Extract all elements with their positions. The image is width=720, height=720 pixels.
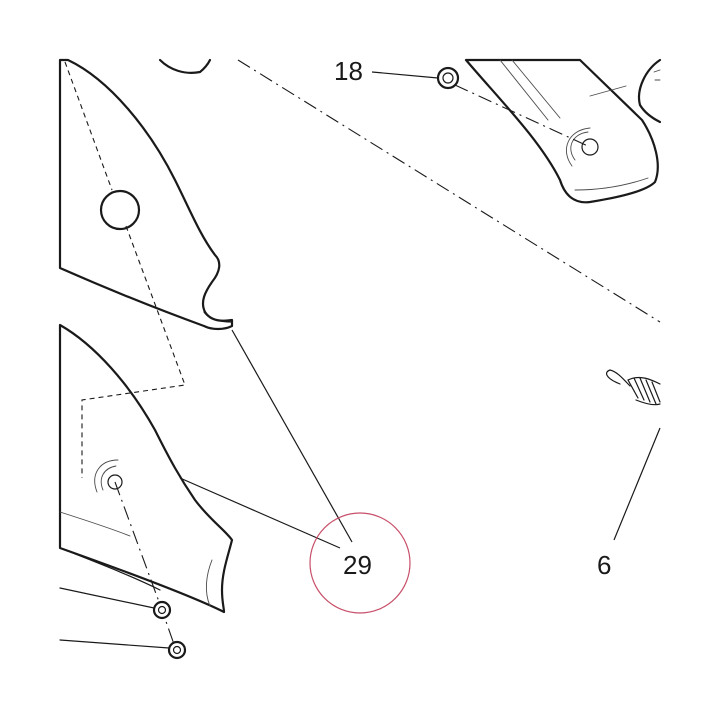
upper-right-ridge-1 — [499, 59, 549, 121]
lower-housing-hole — [107, 474, 123, 490]
callout-6: 6 — [597, 550, 611, 580]
leader-29-lower — [179, 477, 341, 549]
axis-line-diagonal — [237, 59, 661, 323]
lower-housing-contour-2 — [205, 559, 213, 607]
spring-hook — [605, 369, 631, 387]
assembly-guide-dashed — [64, 61, 186, 478]
upper-right-hole-ring — [566, 127, 591, 167]
right-edge-part — [637, 58, 662, 124]
nut-leader — [59, 639, 170, 649]
nut — [167, 640, 187, 660]
lower-left-housing — [58, 323, 234, 614]
upper-right-ridge-3 — [589, 85, 627, 97]
upper-housing-notch — [203, 311, 233, 323]
leader-6 — [613, 427, 661, 541]
lower-housing-contour — [59, 511, 131, 537]
callout-29-highlight-circle — [309, 512, 411, 614]
upper-right-hole — [581, 138, 599, 156]
washer — [152, 600, 172, 620]
upper-housing-hole — [99, 189, 141, 231]
upper-right-ridge-2 — [511, 59, 561, 119]
leader-29-upper — [231, 329, 353, 543]
lower-housing-hole-ring-1 — [100, 465, 117, 491]
leader-18 — [371, 71, 439, 79]
spring-coils — [627, 376, 661, 406]
lower-housing-hole-ring-2 — [94, 459, 119, 493]
washer-leader — [59, 587, 155, 609]
fastener-18-nut — [436, 66, 460, 90]
fastener-axis-18 — [454, 84, 591, 148]
upper-left-housing — [58, 58, 234, 331]
fastener-18-hole — [442, 72, 454, 84]
right-edge-detail — [653, 69, 661, 81]
lower-housing-edge — [59, 547, 161, 591]
nut-hole — [172, 645, 182, 655]
top-part-fragment — [158, 58, 212, 74]
washer-hole — [157, 605, 167, 615]
callout-18: 18 — [334, 56, 363, 86]
upper-right-part — [464, 58, 659, 204]
upper-right-contour — [574, 177, 649, 191]
callout-29: 29 — [343, 550, 372, 580]
